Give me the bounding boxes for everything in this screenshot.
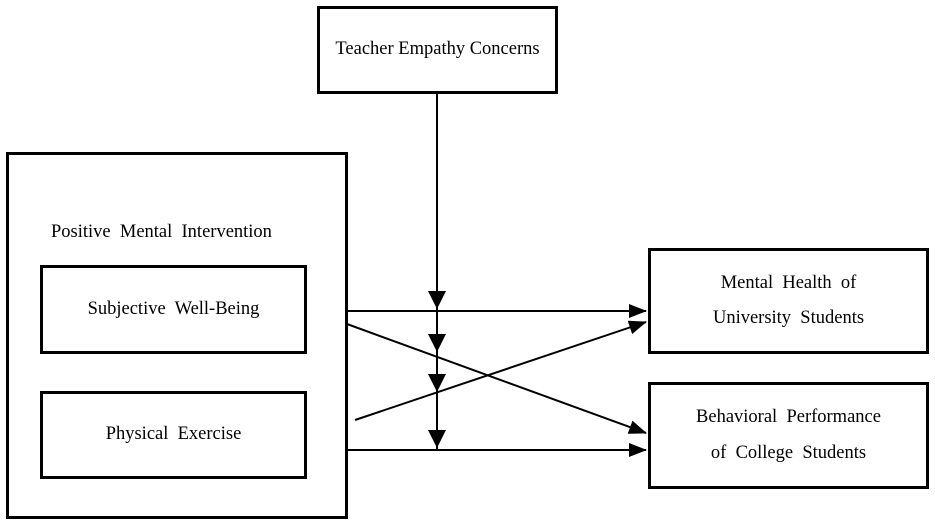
physical-exercise-box: Physical Exercise [40,391,307,479]
behavioral-performance-label-line2: of College Students [710,442,867,463]
positive-intervention-box [6,152,348,519]
teacher-empathy-box: Teacher Empathy Concerns [317,6,558,94]
behavioral-performance-box: Behavioral Performance of College Studen… [648,382,929,489]
moderator-arrowhead-1 [428,291,446,309]
mental-health-label-line2: University Students [712,308,865,328]
moderator-arrowhead-3 [428,374,446,392]
arrow-pe-to-mental-health [354,320,647,421]
moderator-arrowhead-4 [428,430,446,448]
moderator-arrowhead-2 [428,334,446,352]
subjective-wellbeing-label: Subjective Well-Being [87,298,260,319]
arrow-swb-to-behavioral [346,323,647,434]
behavioral-performance-label-line1: Behavioral Performance [696,407,881,428]
teacher-empathy-label: Teacher Empathy Concerns [335,39,540,60]
physical-exercise-label: Physical Exercise [105,424,242,445]
subjective-wellbeing-box: Subjective Well-Being [40,265,307,354]
positive-intervention-label: Positive Mental Intervention [51,222,272,242]
mental-health-box: Mental Health of University Students [648,248,929,354]
mental-health-label-line1: Mental Health of [720,272,857,293]
